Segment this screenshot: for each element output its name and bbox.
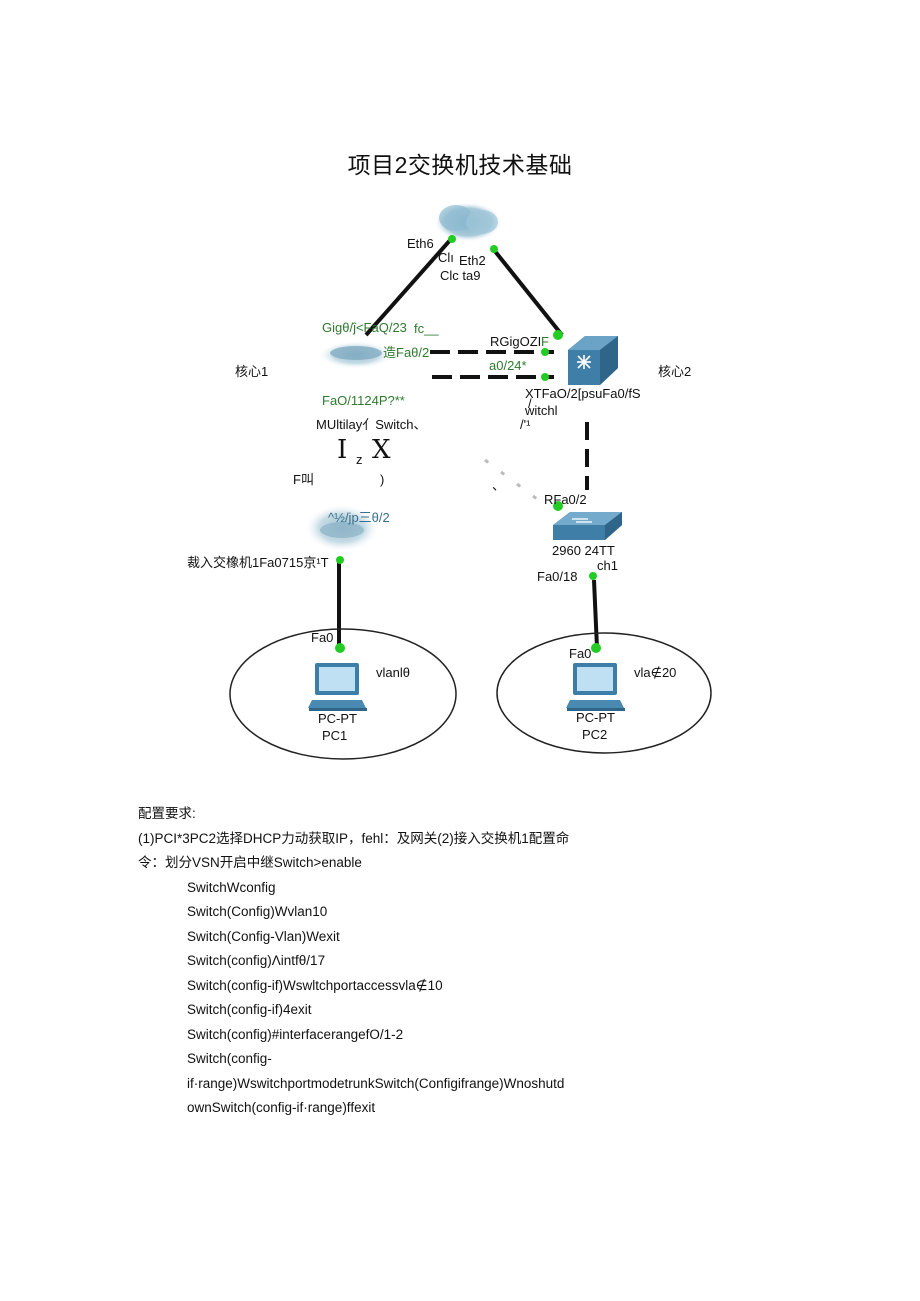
access-switch-2-icon[interactable] <box>553 512 622 540</box>
link-cloud-core2 <box>492 248 564 337</box>
config-command: Switch(config)#interfacerangefO/1-2 <box>187 1026 404 1042</box>
label-core2: 核心2 <box>658 364 691 379</box>
label-xtfa: XTFaO/2[psuFa0/fS <box>525 386 641 401</box>
page-title: 项目2交换机技术基础 <box>347 152 573 178</box>
config-command: SwitchWconfig <box>187 879 276 895</box>
label-rgig: RGigOZI <box>490 334 541 349</box>
link-cloud-core1 <box>364 236 454 337</box>
requirements-line-2: 令：划分VSN开启中继Switch>enable <box>138 855 362 870</box>
label-izx-2: z <box>356 452 363 467</box>
label-fa018: Fa0/18 <box>537 569 577 584</box>
label-ch1: ch1 <box>597 558 618 573</box>
config-command: Switch(config-if)4exit <box>187 1002 312 1017</box>
label-fa02-left: 造Faθ/2 <box>383 345 429 360</box>
requirements-heading: 配置要求: <box>138 806 196 821</box>
core-switch-2-icon[interactable] <box>568 336 618 385</box>
pc2-icon[interactable] <box>566 663 625 711</box>
config-command: Switch(config- <box>187 1051 272 1066</box>
label-gig-left: Gigθ/ĵ<FaQ/23 <box>322 320 407 335</box>
requirements-line-1: (1)PCI*3PC2选择DHCP力动获取IP，fehl：及网关(2)接入交换机… <box>138 830 570 846</box>
label-pcpt1: PC-PT <box>318 711 357 726</box>
label-cl: Clı <box>438 250 454 265</box>
link-sw2-pc2 <box>592 579 599 649</box>
label-pc1: PC1 <box>322 728 347 743</box>
access-switch-1-icon[interactable] <box>304 504 380 552</box>
label-izx-3: X <box>372 435 391 465</box>
label-core1: 核心1 <box>235 364 268 379</box>
vlan10-ellipse <box>229 628 457 760</box>
config-command: Switch(config)Λintfθ/17 <box>187 953 326 968</box>
vlan20-ellipse <box>496 632 712 754</box>
core-switch-1-icon[interactable] <box>318 341 394 369</box>
pc1-icon[interactable] <box>308 663 367 711</box>
label-eth2: Eth2 <box>459 253 486 268</box>
label-izx-1: I <box>337 435 347 465</box>
label-rgig-f: F <box>541 334 549 349</box>
config-command: Switch(Config-Vlan)Wexit <box>187 928 340 944</box>
link-core1-sw2 <box>484 458 546 507</box>
label-clc-ta9: Clc ta9 <box>440 268 480 283</box>
label-vlan10: vlanlθ <box>376 665 410 680</box>
label-paren: ) <box>380 472 384 487</box>
label-access-switch-1: 裁入交橡机1Fa0715京¹T <box>187 555 329 570</box>
label-model-2960: 2960 24TT <box>552 543 615 558</box>
config-command: Switch(config-if)Wswltchportaccessvla∉10 <box>187 977 443 993</box>
port-indicators <box>335 235 601 653</box>
label-fa01124p: FaO/1124P?** <box>322 393 405 408</box>
config-command: Switch(Config)Wvlan10 <box>187 904 328 919</box>
label-gig-left-sub: fc__ <box>414 321 439 336</box>
config-command: ownSwitch(config-if·range)ffexit <box>187 1100 376 1115</box>
label-pc2: PC2 <box>582 727 607 742</box>
cloud-icon[interactable] <box>434 202 502 242</box>
label-rfa02: RFa0/2 <box>544 492 587 507</box>
label-a024: a0/24* <box>489 358 527 373</box>
label-fa0-pc2: Fa0 <box>569 646 591 661</box>
label-slash: / <box>528 396 532 411</box>
label-multilayer: MUltilay亻Switch、 <box>316 417 427 432</box>
label-witchl: witchl <box>524 403 558 418</box>
label-sw1-port: ^½/jp三θ/2 <box>328 510 390 525</box>
label-comma: 、 <box>492 478 505 493</box>
label-pcpt2: PC-PT <box>576 710 615 725</box>
label-f-jiao: F叫 <box>293 472 314 487</box>
label-eth6: Eth6 <box>407 236 434 251</box>
label-tick: /'¹ <box>520 417 531 432</box>
requirements-section: 配置要求: (1)PCI*3PC2选择DHCP力动获取IP，fehl：及网关(2… <box>138 802 758 1121</box>
config-command: if·range)WswitchportmodetrunkSwitch(Conf… <box>187 1075 565 1091</box>
label-fa0-pc1: Fa0 <box>311 630 333 645</box>
network-topology-diagram: Eth6 Clı Eth2 Clc ta9 Gigθ/ĵ<FaQ/23 fc__… <box>187 202 712 760</box>
label-vlan20: vla∉20 <box>634 665 676 680</box>
